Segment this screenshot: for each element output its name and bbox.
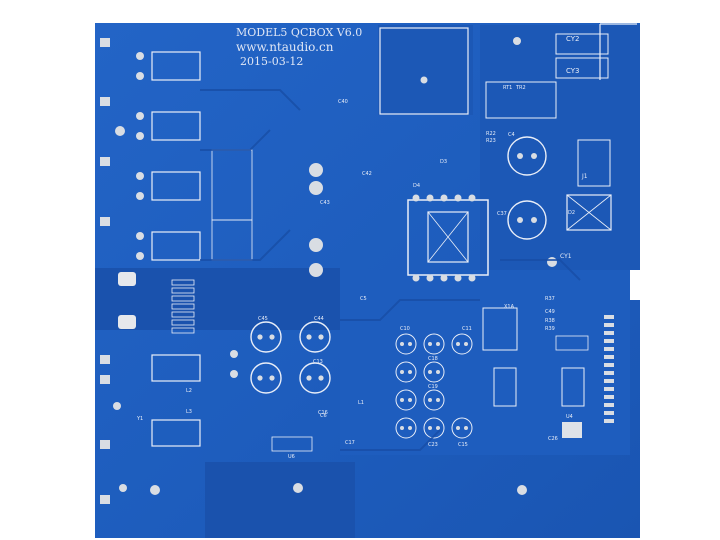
- small-capacitor-pads: [400, 342, 468, 430]
- label-c10: C10: [400, 326, 410, 332]
- x1a-outline: [482, 307, 518, 351]
- copper-traces: [200, 89, 581, 451]
- label-r22: R22: [486, 131, 496, 137]
- tr2-outline: [485, 81, 557, 119]
- label-c26: C26: [548, 436, 558, 442]
- bulk-capacitors: [507, 136, 547, 240]
- cy2-outline: [555, 33, 609, 55]
- label-l2: L2: [186, 388, 192, 394]
- label-d2: D2: [568, 210, 575, 216]
- label-cy2: CY2: [566, 35, 580, 43]
- board-date: 2015-03-12: [240, 55, 303, 68]
- label-c13: C13: [313, 359, 323, 365]
- audio-capacitors: [250, 321, 331, 394]
- bridge-cross: [566, 194, 612, 231]
- board-title: MODEL5 QCBOX V6.0: [236, 26, 362, 39]
- signal-zone: [340, 270, 630, 455]
- ic-u4: [561, 367, 585, 407]
- label-c17: C17: [345, 440, 355, 446]
- cy3-outline: [555, 57, 609, 79]
- bulk-capacitor-pads: [517, 153, 537, 223]
- label-d3: D3: [440, 159, 447, 165]
- label-c43: C43: [320, 200, 330, 206]
- power-pad-upper: [118, 272, 136, 286]
- label-j1: J1: [581, 173, 588, 180]
- j1-connector: [577, 139, 611, 187]
- ic-soic: [562, 422, 582, 438]
- corner-marking: [599, 23, 637, 80]
- label-c4: C4: [508, 132, 515, 138]
- power-zone: [480, 25, 640, 270]
- label-c16: C16: [318, 410, 328, 416]
- label-cy3: CY3: [566, 67, 580, 75]
- label-c15: C15: [458, 442, 468, 448]
- silkscreen-labels: CY2 CY3 TR2 RT1 C4 J1 D2 CY1 R22 R23 D3 …: [136, 35, 588, 460]
- label-c40: C40: [338, 99, 348, 105]
- regulator-outline: [407, 199, 489, 276]
- label-l3: L3: [186, 409, 192, 415]
- label-c23: C23: [428, 442, 438, 448]
- label-d4: D4: [413, 183, 420, 189]
- label-rt1: RT1: [503, 85, 512, 91]
- resistor-bank: [171, 279, 195, 334]
- filter-capacitors-mid: [309, 163, 323, 277]
- label-c19: C19: [428, 384, 438, 390]
- transformer-outline: [379, 27, 469, 115]
- ground-plane-bottom: [205, 462, 355, 538]
- label-c37: C37: [497, 211, 507, 217]
- label-cy1: CY1: [560, 253, 572, 260]
- label-u6: U6: [288, 454, 295, 460]
- transformer-zone: [378, 25, 473, 115]
- label-c42: C42: [362, 171, 372, 177]
- label-r39: R39: [545, 326, 555, 332]
- small-capacitor-grid: [395, 333, 473, 439]
- label-x1a: X1A: [504, 304, 515, 310]
- header-u6: [271, 436, 313, 452]
- label-u4: U4: [566, 414, 573, 420]
- label-c6: C6: [320, 413, 327, 419]
- edge-pads-left: [100, 38, 110, 504]
- board-url: www.ntaudio.cn: [236, 40, 334, 54]
- label-c44: C44: [314, 316, 324, 322]
- label-r37: R37: [545, 296, 555, 302]
- mounting-holes: [113, 37, 557, 495]
- regulator-pads: [412, 194, 476, 282]
- transformer-mount-hole: [420, 76, 428, 84]
- edge-connector-right: [604, 315, 614, 423]
- label-y1: Y1: [136, 416, 143, 422]
- relay-pads: [115, 52, 144, 260]
- label-r23: R23: [486, 138, 496, 144]
- regulator-cross: [427, 211, 469, 263]
- label-l1: L1: [358, 400, 364, 406]
- label-c45: C45: [258, 316, 268, 322]
- audio-capacitor-pads: [257, 334, 324, 381]
- label-c11: C11: [462, 326, 472, 332]
- header-pins: [555, 335, 589, 351]
- power-pad-lower: [118, 315, 136, 329]
- bridge-rectifier: [566, 194, 612, 231]
- label-c49: C49: [545, 309, 555, 315]
- label-c18: C18: [428, 356, 438, 362]
- regulator-inner: [427, 211, 469, 263]
- label-c5: C5: [360, 296, 367, 302]
- relay-footprints: [151, 51, 201, 447]
- label-r38: R38: [545, 318, 555, 324]
- ic-dip-mid: [493, 367, 517, 407]
- label-tr2: TR2: [515, 85, 526, 91]
